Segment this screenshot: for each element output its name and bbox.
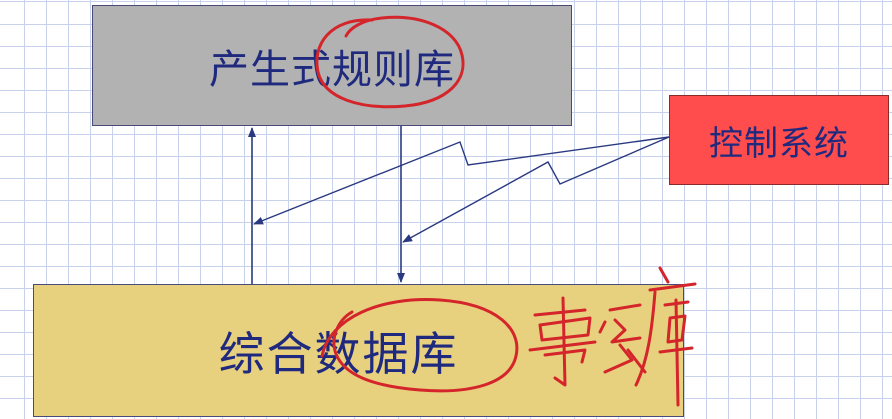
rule-base-node: 产生式规则库 [92,5,572,126]
control-edge-to-right-arrow [402,136,670,243]
rule-base-label: 产生式规则库 [209,46,455,93]
control-edge-to-left-arrow [253,136,670,225]
data-base-node: 综合数据库 [33,284,684,417]
control-system-label: 控制系统 [709,123,849,164]
data-base-label: 综合数据库 [218,326,459,381]
control-system-node: 控制系统 [669,95,889,185]
